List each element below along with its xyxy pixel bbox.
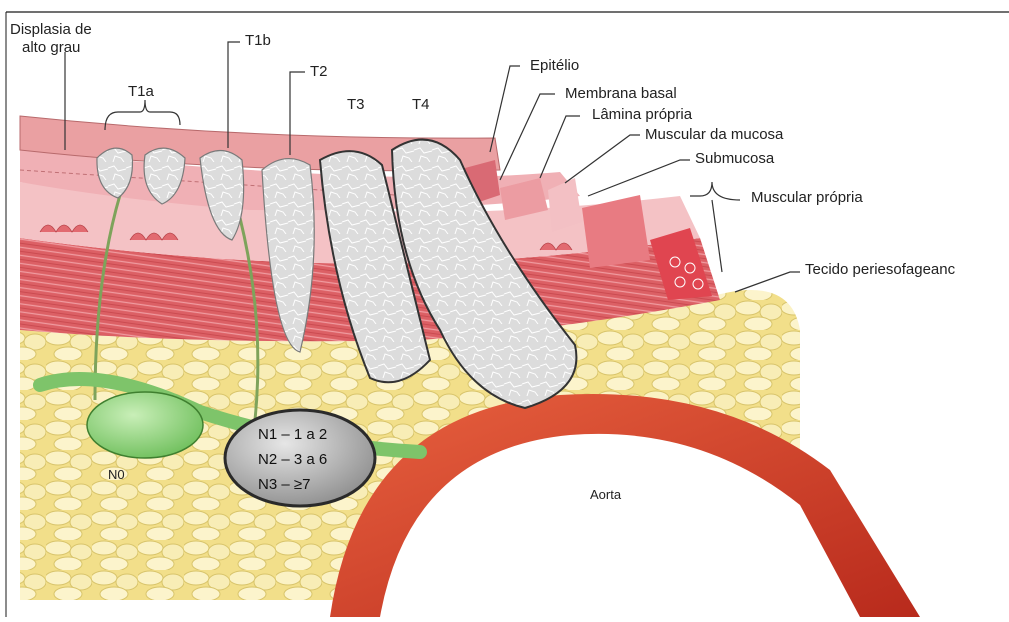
n0-lymph-node	[87, 392, 203, 458]
label-tecido-periesofageano: Tecido periesofageanc	[805, 262, 955, 277]
label-n1: N1 – 1 a 2	[258, 427, 327, 442]
muscular-propria-bracket	[712, 200, 722, 272]
label-t3: T3	[347, 97, 365, 112]
label-n0: N0	[108, 468, 125, 481]
label-t4: T4	[412, 97, 430, 112]
label-muscular-mucosa: Muscular da mucosa	[645, 127, 783, 142]
label-displasia-line1: Displasia de	[10, 22, 92, 37]
tecido-leader	[735, 272, 800, 292]
label-aorta: Aorta	[590, 488, 621, 501]
label-n3: N3 – ≥7	[258, 477, 310, 492]
submucosa-cut-face	[582, 195, 650, 268]
label-n2: N2 – 3 a 6	[258, 452, 327, 467]
label-t2: T2	[310, 64, 328, 79]
membrana-leader	[500, 94, 555, 180]
label-muscular-propria: Muscular própria	[751, 190, 863, 205]
label-lamina-propria: Lâmina própria	[592, 107, 692, 122]
muscular-mucosa-leader	[565, 135, 640, 183]
label-displasia-line2: alto grau	[22, 40, 80, 55]
submucosa-leader	[588, 160, 690, 196]
muscular-propria-leader	[690, 182, 740, 200]
label-t1a: T1a	[128, 84, 154, 99]
label-submucosa: Submucosa	[695, 151, 774, 166]
label-epitelio: Epitélio	[530, 58, 579, 73]
label-membrana-basal: Membrana basal	[565, 86, 677, 101]
label-t1b: T1b	[245, 33, 271, 48]
lamina-leader	[540, 116, 580, 178]
